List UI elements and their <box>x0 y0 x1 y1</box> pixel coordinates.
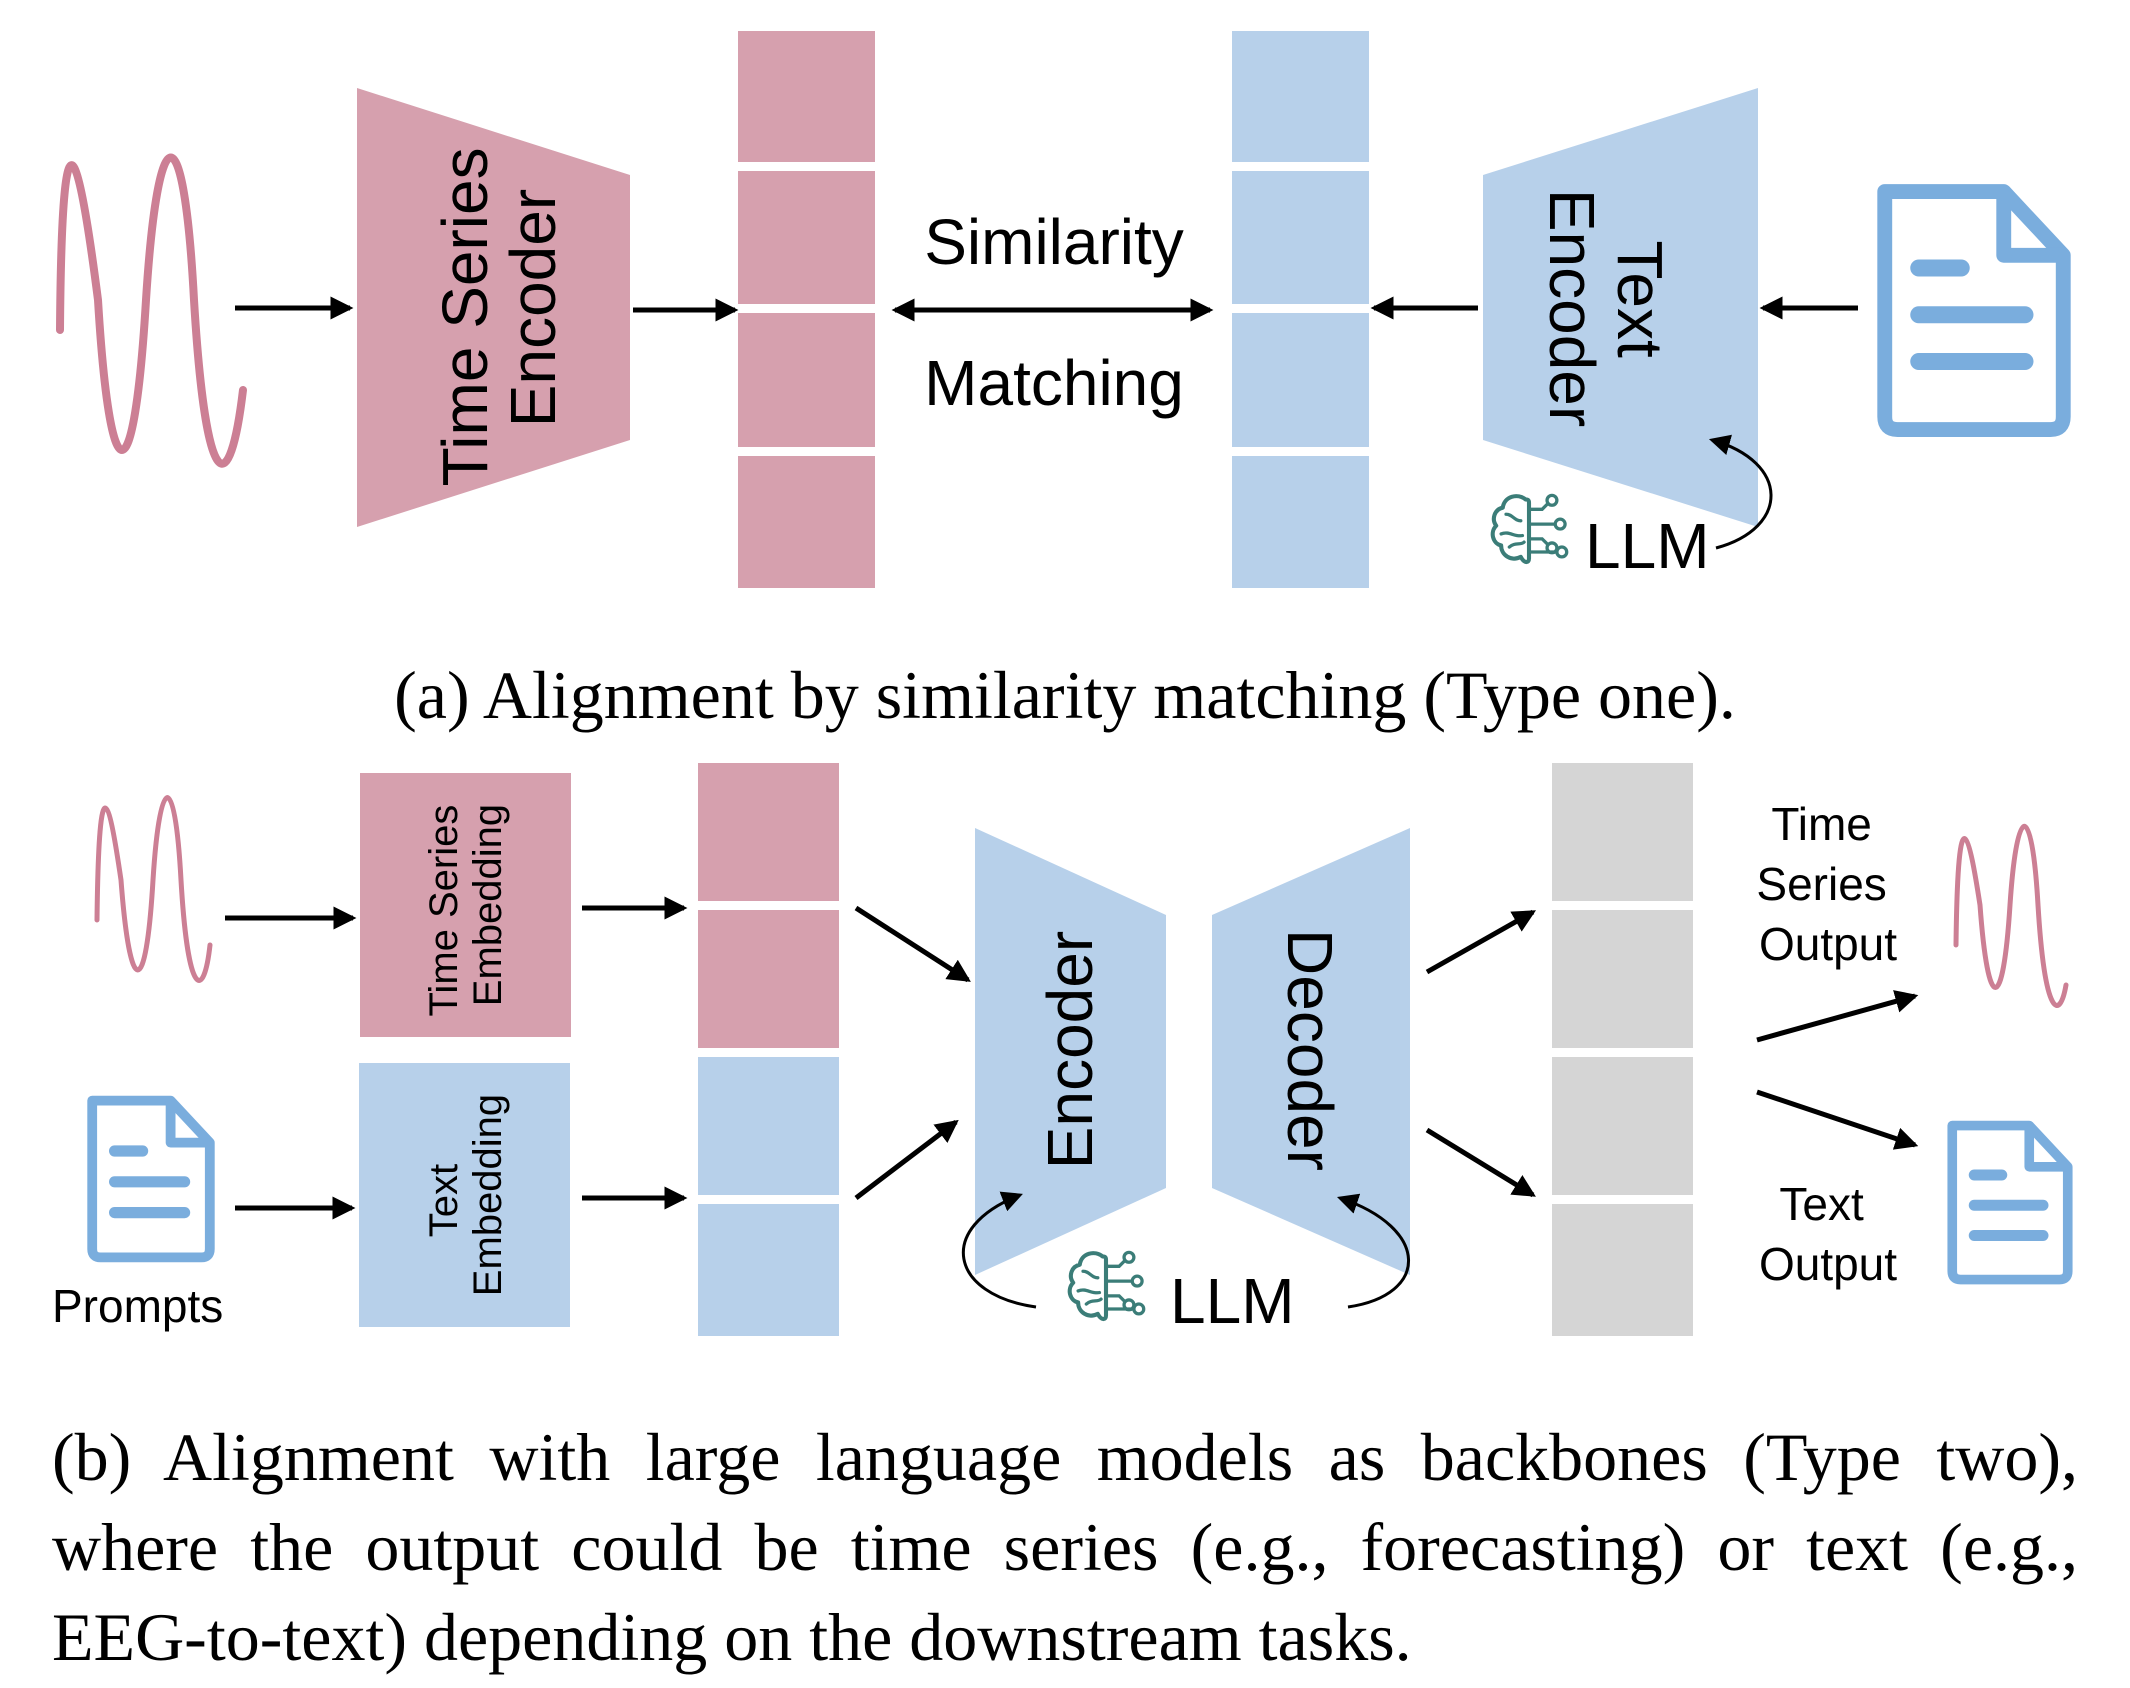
embedding-cell <box>738 456 875 588</box>
matching-label: Matching <box>924 347 1184 419</box>
llm-curved-arrow-encoder <box>961 1191 1037 1309</box>
ts-embedding-label: Time Series Embedding <box>422 793 510 1016</box>
token-stack <box>698 763 839 1336</box>
caption-a: (a) Alignment by similarity matching (Ty… <box>394 657 1736 733</box>
text-embedding-line-2: Embedding <box>466 1094 510 1296</box>
ts-output-line-1: Time <box>1771 798 1872 850</box>
time-series-output-label: Time Series Output <box>1756 798 1899 970</box>
ts-encoder-line-2: Encoder <box>497 189 569 427</box>
embedding-cell <box>1232 31 1369 162</box>
embedding-cell <box>1232 171 1369 304</box>
output-token-cell <box>1552 1204 1693 1336</box>
input-wave-icon-b <box>94 795 213 983</box>
text-output-label: Text Output <box>1759 1178 1897 1290</box>
arrow-text-tokens-to-encoder <box>854 1119 959 1200</box>
output-token-stack <box>1552 763 1693 1336</box>
embedding-cell <box>738 31 875 162</box>
ts-embedding-stack <box>738 31 875 588</box>
decoder-label: Decoder <box>1274 929 1346 1171</box>
ts-token-cell <box>698 763 839 901</box>
arrow-decoder-to-output-bottom <box>1425 1127 1536 1198</box>
llm-label-b: LLM <box>1170 1265 1295 1337</box>
output-token-cell <box>1552 763 1693 901</box>
ts-embedding-line-2: Embedding <box>466 804 510 1006</box>
text-encoder-line-2: Encoder <box>1536 189 1608 427</box>
output-token-cell <box>1552 910 1693 1048</box>
panel-b: Time Series Embedding Prompts Text Embed… <box>52 763 2068 1337</box>
prompt-document-icon <box>92 1101 210 1258</box>
embedding-cell <box>1232 456 1369 588</box>
text-token-cell <box>698 1057 839 1195</box>
input-document-icon <box>1885 192 2064 430</box>
output-document-icon <box>1952 1126 2068 1280</box>
text-embedding-line-1: Text <box>422 1164 466 1237</box>
text-encoder-label: Text Encoder <box>1536 189 1676 427</box>
panel-a: Time Series Encoder Similarity Matching … <box>56 31 2064 588</box>
time-series-encoder-label: Time Series Encoder <box>429 130 569 487</box>
llm-curved-arrow-a <box>1708 434 1773 550</box>
input-wave-icon <box>56 153 247 468</box>
ts-token-cell <box>698 910 839 1048</box>
llm-label-a: LLM <box>1585 510 1710 582</box>
embedding-cell <box>738 171 875 304</box>
arrow-ts-tokens-to-encoder <box>854 905 971 983</box>
text-encoder-line-1: Text <box>1604 240 1676 358</box>
text-output-line-1: Text <box>1779 1178 1864 1230</box>
llm-brain-icon-b <box>1070 1252 1144 1319</box>
arrow-to-ts-output <box>1756 990 1919 1043</box>
ts-encoder-line-1: Time Series <box>429 147 501 486</box>
text-embedding-stack <box>1232 31 1369 588</box>
text-embedding-block <box>359 1063 570 1327</box>
ts-embedding-block <box>360 773 571 1037</box>
arrow-to-text-output <box>1756 1089 1919 1150</box>
caption-b: (b) Alignment with large language models… <box>52 1419 2078 1675</box>
text-embedding-label: Text Embedding <box>422 1094 510 1296</box>
ts-output-line-3: Output <box>1759 918 1897 970</box>
text-encoder <box>1483 88 1758 527</box>
encoder-label: Encoder <box>1034 931 1106 1169</box>
llm-decoder <box>1212 828 1410 1275</box>
llm-curved-arrow-decoder <box>1337 1193 1410 1309</box>
llm-encoder <box>975 828 1166 1275</box>
output-token-cell <box>1552 1057 1693 1195</box>
text-token-cell <box>698 1204 839 1336</box>
similarity-label: Similarity <box>924 206 1184 278</box>
prompts-label: Prompts <box>52 1280 223 1332</box>
arrow-decoder-to-output-top <box>1425 909 1537 975</box>
output-wave-icon <box>1953 823 2069 1008</box>
llm-brain-icon <box>1493 495 1567 562</box>
embedding-cell <box>1232 313 1369 447</box>
ts-embedding-line-1: Time Series <box>422 805 466 1017</box>
ts-output-line-2: Series <box>1756 858 1886 910</box>
text-output-line-2: Output <box>1759 1238 1897 1290</box>
embedding-cell <box>738 313 875 447</box>
time-series-encoder <box>357 88 630 527</box>
